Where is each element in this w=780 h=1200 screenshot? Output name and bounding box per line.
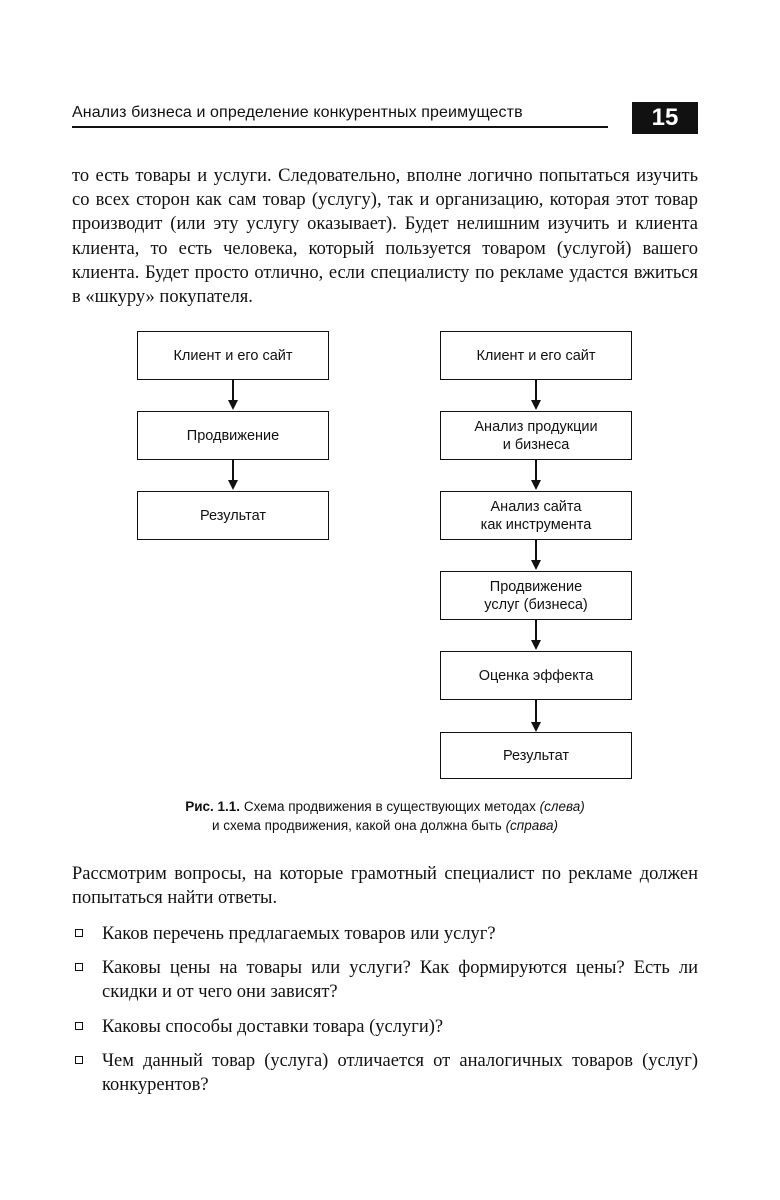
question-list: Каков перечень предлагаемых товаров или … <box>72 922 698 1107</box>
list-item: Каков перечень предлагаемых товаров или … <box>72 922 698 946</box>
list-item: Чем данный товар (услуга) отличается от … <box>72 1049 698 1097</box>
list-item-text: Чем данный товар (услуга) отличается от … <box>102 1050 698 1096</box>
list-item-text: Каковы способы доставки товара (услуги)? <box>102 1016 444 1037</box>
right-box-product-analysis: Анализ продукции и бизнеса <box>440 411 632 460</box>
checkbox-bullet-icon <box>75 1021 83 1030</box>
paragraph-intro: то есть товары и услуги. Следовательно, … <box>72 166 698 308</box>
left-box-client: Клиент и его сайт <box>137 331 329 380</box>
right-box-site-analysis: Анализ сайта как инструмента <box>440 491 632 540</box>
left-box-promotion: Продвижение <box>137 411 329 460</box>
right-box-client: Клиент и его сайт <box>440 331 632 380</box>
caption-italic-1: (слева) <box>539 799 585 814</box>
caption-line-1: Рис. 1.1. Схема продвижения в существующ… <box>72 797 698 816</box>
paragraph-questions-intro: Рассмотрим вопросы, на которые грамотный… <box>72 864 698 909</box>
right-box-promotion: Продвижение услуг (бизнеса) <box>440 571 632 620</box>
right-box-result: Результат <box>440 732 632 779</box>
caption-text-1: Схема продвижения в существующих методах <box>243 799 536 814</box>
caption-line-2: и схема продвижения, какой она должна бы… <box>72 816 698 835</box>
list-item-text: Каков перечень предлагаемых товаров или … <box>102 924 496 944</box>
figure-caption: Рис. 1.1. Схема продвижения в существующ… <box>72 797 698 835</box>
checkbox-bullet-icon <box>75 929 83 937</box>
list-item-text: Каковы цены на товары или услуги? Как фо… <box>102 958 698 1003</box>
list-item: Каковы способы доставки товара (услуги)? <box>72 1015 698 1039</box>
checkbox-bullet-icon <box>75 963 83 972</box>
running-header: Анализ бизнеса и определение конкурентны… <box>72 104 523 121</box>
right-box-effect-evaluation: Оценка эффекта <box>440 651 632 700</box>
header-rule <box>72 126 608 128</box>
page-number: 15 <box>632 102 698 134</box>
list-item: Каковы цены на товары или услуги? Как фо… <box>72 956 698 1004</box>
left-box-result: Результат <box>137 491 329 540</box>
caption-label: Рис. 1.1. <box>185 799 241 814</box>
caption-italic-2: (справа) <box>505 818 559 833</box>
checkbox-bullet-icon <box>75 1055 83 1064</box>
caption-text-2: и схема продвижения, какой она должна бы… <box>211 818 502 833</box>
